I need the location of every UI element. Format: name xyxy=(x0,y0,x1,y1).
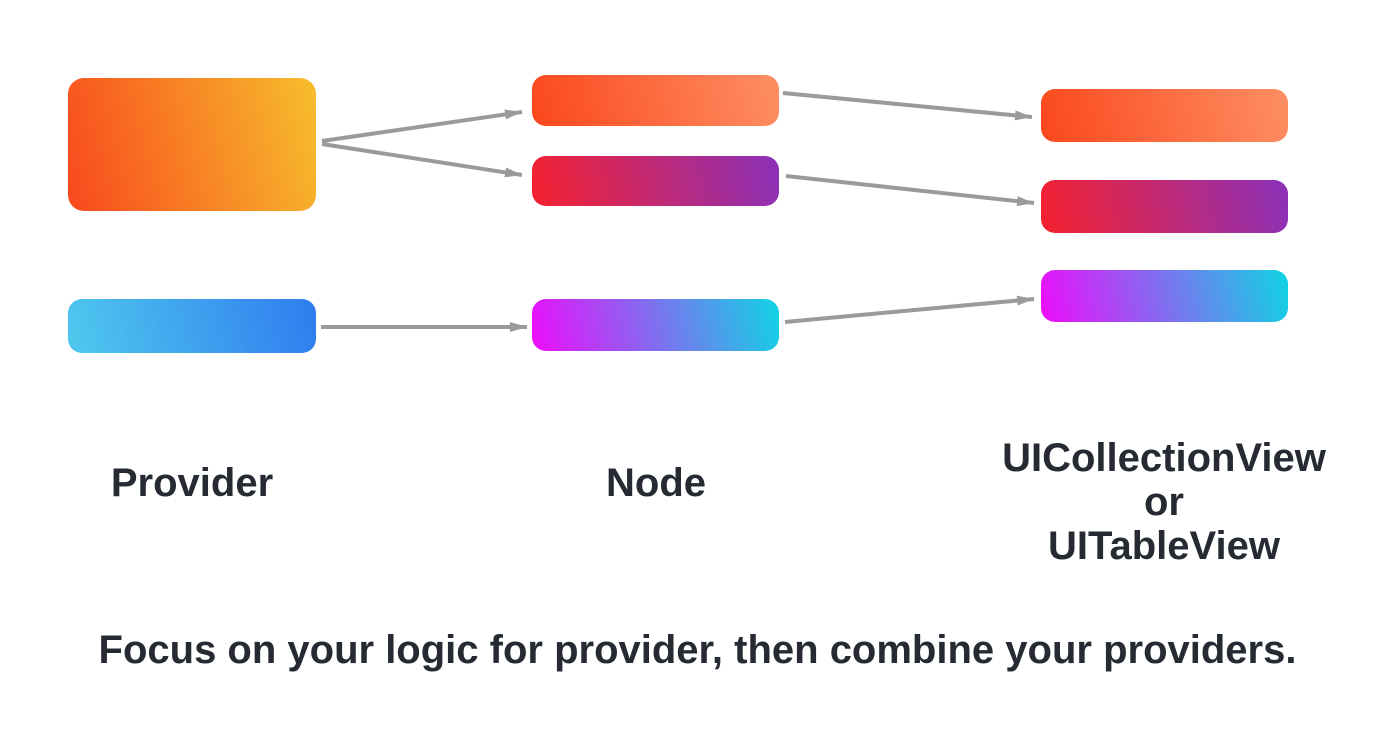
arrow-node-to-view-magenta xyxy=(784,295,1035,324)
view-box-red-purple xyxy=(1041,180,1288,233)
node-box-orange xyxy=(532,75,779,126)
node-box-red-purple xyxy=(532,156,779,206)
provider-box-blue xyxy=(68,299,316,353)
caption-text: Focus on your logic for provider, then c… xyxy=(98,628,1297,672)
arrow-provider-to-node-orange xyxy=(321,109,523,143)
provider-box-orange xyxy=(68,78,316,211)
label-uicollectionview-or-uitableview: UICollectionView or UITableView xyxy=(1002,436,1326,568)
view-box-magenta-cyan xyxy=(1041,270,1288,322)
arrow-node-to-view-orange xyxy=(782,91,1033,121)
label-node: Node xyxy=(606,461,706,505)
label-provider: Provider xyxy=(110,461,274,505)
arrow-node-to-view-red-purple xyxy=(785,174,1035,207)
arrow-provider-to-node-red-purple xyxy=(321,142,523,178)
view-box-orange xyxy=(1041,89,1288,142)
node-box-magenta-cyan xyxy=(532,299,779,351)
